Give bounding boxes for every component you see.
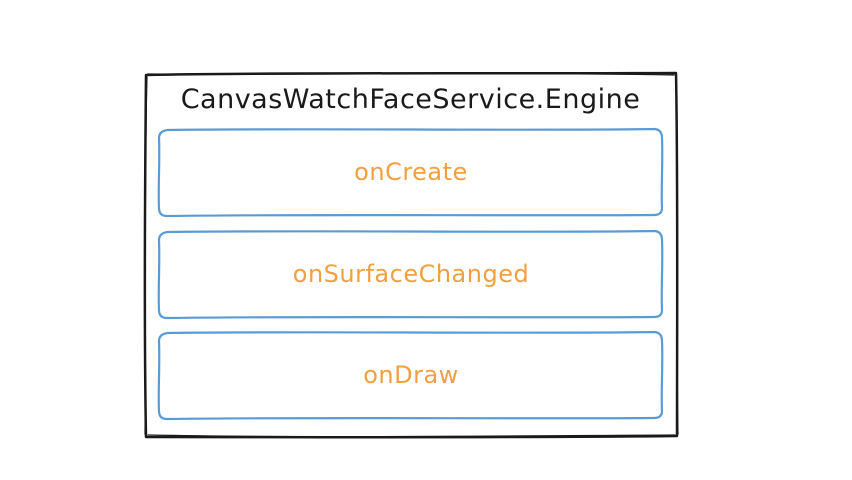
outer-box-border-trace bbox=[144, 73, 679, 438]
method-label: onCreate bbox=[354, 158, 468, 186]
method-box-border-1 bbox=[157, 127, 664, 218]
method-box-onsurfacechanged: onSurfaceChanged bbox=[160, 232, 662, 316]
method-label: onSurfaceChanged bbox=[292, 260, 530, 288]
method-label: onDraw bbox=[363, 361, 459, 389]
outer-title-wrap: CanvasWatchFaceService.Engine bbox=[143, 84, 678, 124]
outer-box-title: CanvasWatchFaceService.Engine bbox=[180, 84, 641, 115]
method-box-border-2 bbox=[157, 229, 664, 320]
method-box-border-3 bbox=[157, 330, 664, 421]
method-box-ondraw: onDraw bbox=[160, 333, 662, 417]
outer-box: CanvasWatchFaceService.Engine onCreate o… bbox=[143, 72, 678, 439]
method-box-oncreate: onCreate bbox=[160, 130, 662, 214]
